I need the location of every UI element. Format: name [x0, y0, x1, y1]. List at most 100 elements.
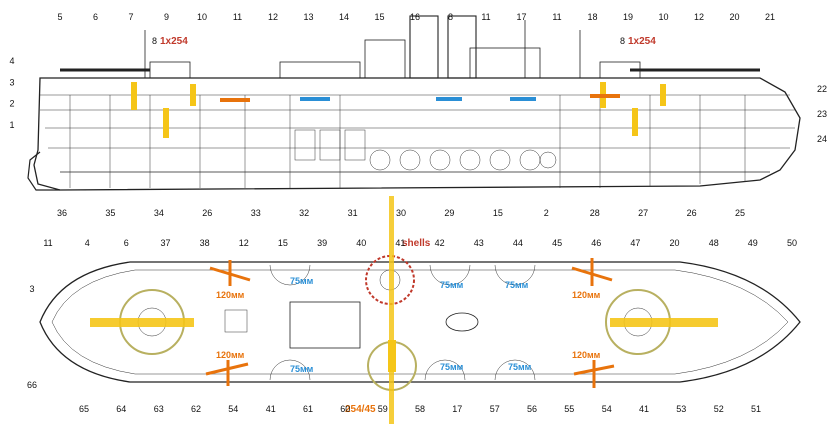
side-blue-gun-1	[300, 97, 330, 101]
callout-number: 10	[658, 12, 668, 22]
callout-number: 28	[590, 208, 600, 218]
hoist-aft-c	[660, 84, 666, 106]
fore-main-gun-yellow	[90, 318, 194, 327]
callout-number: 2	[544, 208, 549, 218]
side-view: 8 1x254 8 1x254	[27, 15, 801, 191]
side-blue-gun-3	[510, 97, 536, 101]
callout-number: 44	[513, 238, 523, 248]
callout-number: 11	[233, 12, 242, 22]
callout-number: 65	[79, 404, 89, 414]
callout-number: 27	[638, 208, 648, 218]
callout-number: 35	[105, 208, 115, 218]
callout-number: 40	[356, 238, 366, 248]
callout-number: 55	[564, 404, 574, 414]
callout-number: 57	[490, 404, 500, 414]
callout-number: 41	[395, 238, 405, 248]
callout-number: 17	[452, 404, 462, 414]
callout-number: 12	[268, 12, 278, 22]
callout-number: 6	[93, 12, 98, 22]
callout-number: 49	[748, 238, 758, 248]
callout-number: 32	[299, 208, 309, 218]
callout-number: 3	[29, 284, 34, 294]
callout-number: 11	[481, 12, 490, 22]
plan-left-labels: 3 66	[27, 284, 37, 390]
hoist-fore-c	[190, 84, 196, 106]
center-gun-line	[389, 196, 394, 424]
callout-number: 52	[714, 404, 724, 414]
callout-number: 62	[191, 404, 201, 414]
callout-number: 4	[9, 56, 14, 66]
callout-number: 58	[415, 404, 425, 414]
callout-number: 12	[694, 12, 704, 22]
callout-number: 8	[448, 12, 453, 22]
callout-number: 19	[623, 12, 633, 22]
hoist-fore-b	[163, 108, 169, 138]
callout-number: 48	[709, 238, 719, 248]
callout-number: 39	[317, 238, 327, 248]
shells-label: shells	[402, 238, 431, 249]
callout-number: 66	[27, 380, 37, 390]
callout-number: 20	[669, 238, 679, 248]
callout-number: 22	[817, 84, 827, 94]
callout-number: 46	[591, 238, 601, 248]
funnel-fore	[409, 15, 439, 79]
callout-number: 13	[303, 12, 313, 22]
callout-number: 45	[552, 238, 562, 248]
callout-number: 16	[410, 12, 420, 22]
callout-number: 3	[9, 77, 14, 87]
side-orange-gun-right	[590, 94, 620, 98]
callout-number: 54	[602, 404, 612, 414]
callout-number: 54	[228, 404, 238, 414]
callout-number: 53	[676, 404, 686, 414]
light-caliber-2: 75мм	[440, 280, 464, 290]
light-caliber-4: 75мм	[290, 364, 314, 374]
side-gun-left-num: 8	[152, 36, 157, 46]
callout-number: 17	[516, 12, 526, 22]
callout-number: 63	[154, 404, 164, 414]
callout-number: 5	[57, 12, 62, 22]
callout-number: 6	[124, 238, 129, 248]
callout-number: 18	[587, 12, 597, 22]
callout-number: 25	[735, 208, 745, 218]
callout-number: 15	[493, 208, 503, 218]
callout-number: 50	[787, 238, 797, 248]
callout-number: 47	[630, 238, 640, 248]
callout-number: 1	[9, 120, 14, 130]
callout-number: 21	[765, 12, 775, 22]
callout-number: 7	[128, 12, 133, 22]
plan-hull-outline	[39, 261, 801, 383]
callout-number: 59	[378, 404, 388, 414]
callout-number: 36	[57, 208, 67, 218]
callout-number: 31	[348, 208, 358, 218]
callout-number: 30	[396, 208, 406, 218]
callout-number: 15	[278, 238, 288, 248]
callout-number: 37	[160, 238, 170, 248]
callout-number: 20	[729, 12, 739, 22]
side-gun-right-num: 8	[620, 36, 625, 46]
callout-number: 14	[339, 12, 349, 22]
secondary-caliber-fore-top: 120мм	[216, 290, 245, 300]
callout-number: 12	[239, 238, 249, 248]
secondary-caliber-aft-top: 120мм	[572, 290, 601, 300]
hoist-fore-a	[131, 82, 137, 110]
secondary-guns	[205, 258, 615, 388]
callout-number: 9	[164, 12, 169, 22]
callout-number: 4	[85, 238, 90, 248]
side-orange-gun-left	[220, 98, 250, 102]
callout-number: 11	[552, 12, 561, 22]
callout-number: 26	[687, 208, 697, 218]
side-ram-bow	[27, 151, 60, 191]
callout-number: 56	[527, 404, 537, 414]
callout-number: 29	[444, 208, 454, 218]
secondary-caliber-fore-bottom: 120мм	[216, 350, 245, 360]
light-caliber-1: 75мм	[290, 276, 314, 286]
side-gun-right-caliber: 1x254	[628, 36, 656, 47]
boiler-row	[369, 149, 557, 171]
callout-number: 51	[751, 404, 761, 414]
